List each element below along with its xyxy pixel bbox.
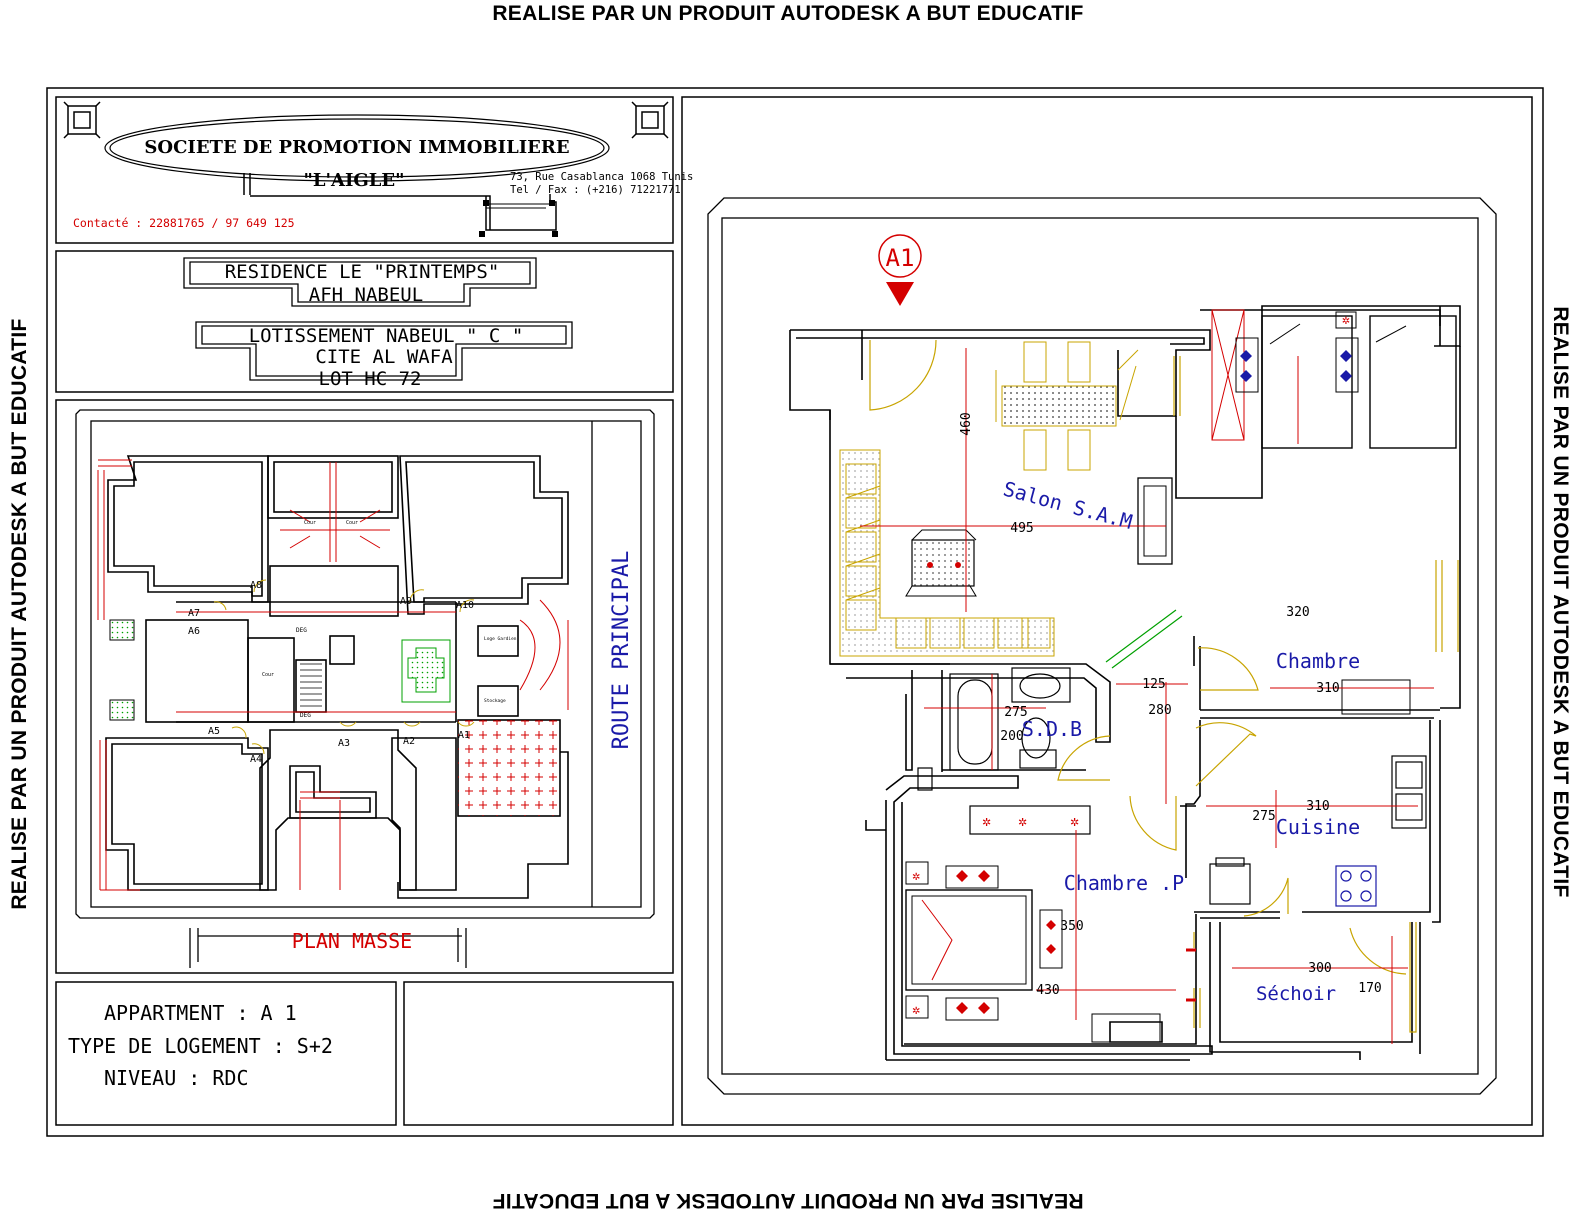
svg-text:✲: ✲ [1342,316,1350,327]
site-unit-a6: A6 [188,626,200,637]
room-chambre-p: Chambre .P [1064,871,1184,895]
site-label-cour-3: Cour [262,672,274,678]
dim-sechoir-h: 170 [1358,981,1381,996]
site-unit-a1: A1 [458,730,470,741]
project-frame [183,257,573,381]
dim-salon-w: 495 [1010,521,1033,536]
sheet-frame [46,87,1544,1137]
plan-masse-title: PLAN MASSE [292,929,412,953]
dim-corridor-h: 280 [1148,703,1171,718]
room-sechoir: Séchoir [1256,983,1336,1005]
site-unit-a8: A8 [250,580,262,591]
route-principal-label: ROUTE PRINCIPAL [609,551,634,750]
dim-chambre-h: 320 [1286,605,1309,620]
site-unit-a2: A2 [403,736,415,747]
residence-name: RESIDENCE LE "PRINTEMPS" [225,261,500,283]
site-label-loge: Loge Gardien [484,636,517,642]
info-apartment: APPARTMENT : A 1 [104,1001,297,1025]
site-unit-a5: A5 [208,726,220,737]
dim-chambre-p-h: 350 [1060,919,1083,934]
company-brand: "L'AIGLE" [303,170,404,191]
site-label-deg-1: DEG [296,627,307,634]
site-unit-a3: A3 [338,738,350,749]
site-plan: ROUTE PRINCIPAL [75,409,655,968]
corner-symbol-left [63,101,101,139]
company-address: 73, Rue Casablanca 1068 Tunis [510,171,693,183]
dim-salon-h: 460 [959,412,974,435]
lot-line-1: LOTISSEMENT NABEUL " C " [249,325,524,347]
company-contact: Contacté : 22881765 / 97 649 125 [73,216,295,230]
svg-text:✲: ✲ [1070,817,1079,829]
svg-text:✲: ✲ [1018,817,1027,829]
room-chambre: Chambre [1276,649,1360,673]
room-sdb: S.D.B [1022,717,1082,741]
site-unit-a9: A9 [400,596,412,607]
site-label-cour-2: Cour [346,520,358,526]
room-cuisine: Cuisine [1276,815,1360,839]
site-unit-a10: A10 [456,600,474,611]
watermark-top: REALISE PAR UN PRODUIT AUTODESK A BUT ED… [492,2,1084,25]
dim-sdb-h: 200 [1000,729,1023,744]
corner-symbol-right [631,101,669,139]
dim-cuisine-w: 310 [1306,799,1329,814]
unit-marker-label: A1 [886,244,915,272]
company-phone: Tel / Fax : (+216) 71221771 [510,184,681,196]
lot-line-3: LOT HC 72 [319,368,422,390]
info-type: TYPE DE LOGEMENT : S+2 [68,1034,333,1058]
dim-sdb-w: 275 [1004,705,1027,720]
site-unit-a4: A4 [250,754,262,765]
dim-sechoir-w: 300 [1308,961,1331,976]
svg-text:✲: ✲ [912,872,920,883]
dim-chambre-w: 310 [1316,681,1339,696]
dim-chambre-p-w: 430 [1036,983,1059,998]
dim-corridor-w: 125 [1142,677,1165,692]
svg-text:✲: ✲ [912,1006,920,1017]
developer-name: AFH NABEUL [309,284,423,306]
svg-text:✲: ✲ [982,817,991,829]
company-logo: SOCIETE DE PROMOTION IMMOBILIERE "L'AIGL… [63,101,669,237]
company-name: SOCIETE DE PROMOTION IMMOBILIERE [144,137,569,158]
info-level: NIVEAU : RDC [104,1066,249,1090]
dim-cuisine-h: 275 [1252,809,1275,824]
lot-line-2: CITE AL WAFA [315,346,453,368]
floor-plan: A1 [707,197,1497,1095]
site-label-stockage: Stockage [484,698,506,704]
site-label-cour-1: Cour [304,520,316,526]
site-label-deg-2: DEG [300,712,311,719]
unit-marker: A1 [878,234,922,306]
site-unit-a7: A7 [188,608,200,619]
